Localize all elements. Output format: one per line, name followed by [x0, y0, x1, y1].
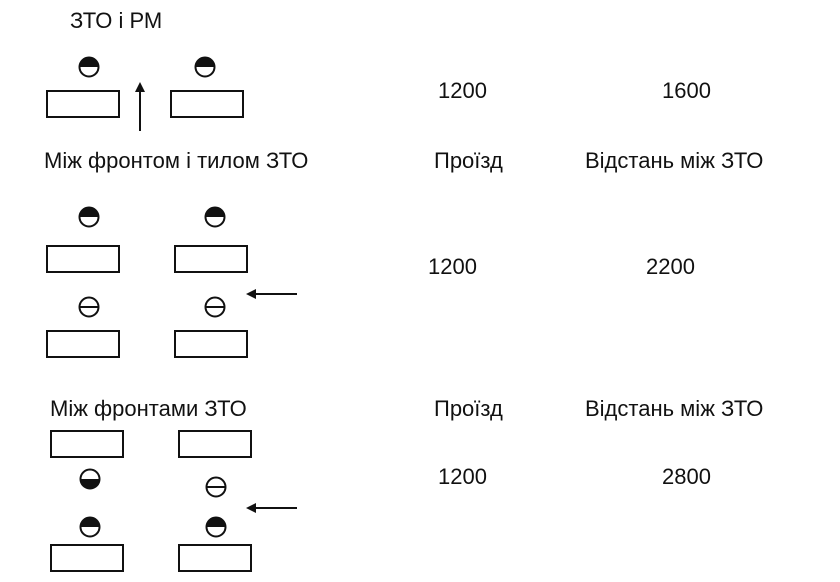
section2-distance-label: Відстань між ЗТО — [585, 148, 764, 173]
worker-head-icon — [205, 516, 227, 538]
left-arrow-icon — [246, 289, 297, 299]
worker-head-icon — [78, 56, 100, 78]
workstation-table — [178, 430, 252, 458]
section1-passage-value: 1200 — [438, 78, 487, 103]
section3-passage-value: 1200 — [438, 464, 487, 489]
section2-passage-label: Проїзд — [434, 148, 503, 173]
worker-head-icon — [205, 476, 227, 498]
up-arrow-icon — [135, 82, 145, 131]
workstation-table — [46, 330, 120, 358]
workstation-table — [46, 245, 120, 273]
worker-head-icon — [204, 206, 226, 228]
section3-distance-value: 2800 — [662, 464, 711, 489]
section1-distance-value: 1600 — [662, 78, 711, 103]
workstation-table — [46, 90, 120, 118]
section2-title: Між фронтом і тилом ЗТО — [44, 148, 309, 173]
worker-head-icon — [204, 296, 226, 318]
section3-passage-label: Проїзд — [434, 396, 503, 421]
workstation-table — [178, 544, 252, 572]
section2-distance-value: 2200 — [646, 254, 695, 279]
left-arrow-icon — [246, 503, 297, 513]
worker-head-icon — [78, 296, 100, 318]
section3-distance-label: Відстань між ЗТО — [585, 396, 764, 421]
section1-title: ЗТО і РМ — [70, 8, 163, 33]
worker-head-icon — [78, 206, 100, 228]
worker-head-icon — [194, 56, 216, 78]
workstation-table — [50, 430, 124, 458]
workstation-table — [170, 90, 244, 118]
section2-passage-value: 1200 — [428, 254, 477, 279]
workstation-table — [174, 330, 248, 358]
workstation-table — [50, 544, 124, 572]
worker-head-icon — [79, 468, 101, 490]
workstation-table — [174, 245, 248, 273]
section3-title: Між фронтами ЗТО — [50, 396, 247, 421]
worker-head-icon — [79, 516, 101, 538]
